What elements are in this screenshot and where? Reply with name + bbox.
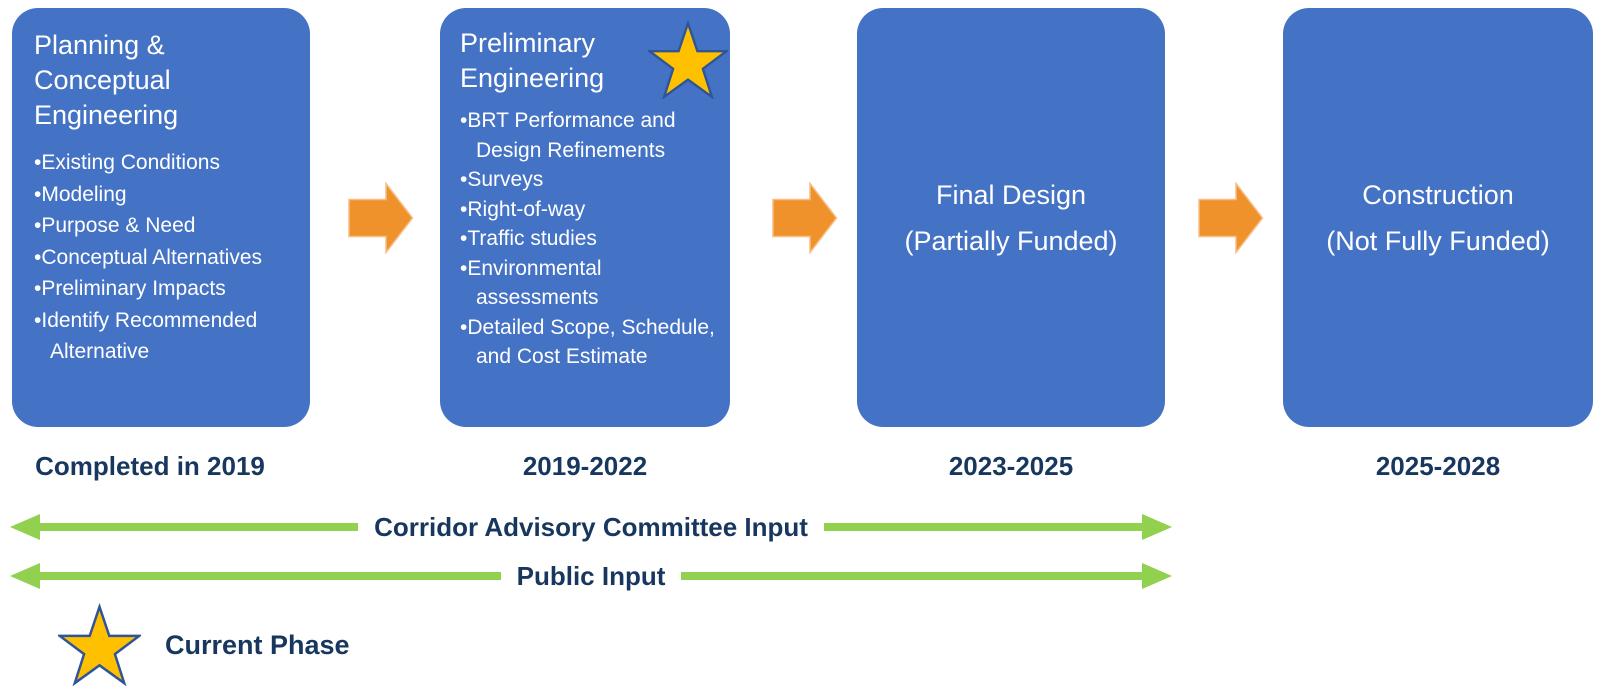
bullet-item: Preliminary Impacts xyxy=(34,273,296,305)
phase-bullet-list: Existing Conditions Modeling Purpose & N… xyxy=(34,147,296,368)
bullet-item: Environmental assessments xyxy=(460,254,720,313)
bullet-item: Right-of-way xyxy=(460,195,720,225)
double-arrow-right-icon xyxy=(823,514,1173,540)
bullet-item: Conceptual Alternatives xyxy=(34,242,296,274)
input-row-label: Corridor Advisory Committee Input xyxy=(374,511,808,542)
double-arrow-left-icon xyxy=(10,563,501,589)
star-icon xyxy=(58,602,141,687)
double-arrow-right-icon xyxy=(681,563,1173,589)
timeframe-label: 2025-2028 xyxy=(1375,451,1501,481)
bullet-item: Identify Recommended Alternative xyxy=(34,305,296,368)
timeframe-label: 2019-2022 xyxy=(522,451,648,481)
arrow-left-head-icon xyxy=(10,514,40,540)
bullet-item: Surveys xyxy=(460,165,720,195)
bullet-item: Modeling xyxy=(34,179,296,211)
phase-title: Final Design xyxy=(935,179,1087,210)
input-row-corridor-advisory: Corridor Advisory Committee Input xyxy=(10,511,1173,542)
input-row-public-input: Public Input xyxy=(10,560,1173,591)
input-row-label: Public Input xyxy=(516,560,666,591)
legend: Current Phase xyxy=(58,599,350,691)
bullet-item: Traffic studies xyxy=(460,224,720,254)
star-icon xyxy=(648,21,728,99)
arrow-right-icon xyxy=(772,182,838,254)
bullet-item: Purpose & Need xyxy=(34,210,296,242)
arrow-shaft xyxy=(40,523,359,531)
double-arrow-left-icon xyxy=(10,514,359,540)
timeframe-label: 2023-2025 xyxy=(948,451,1074,481)
phase-subtitle: (Not Fully Funded) xyxy=(1326,225,1550,256)
phase-box-planning: Planning & Conceptual Engineering Existi… xyxy=(12,8,310,427)
phase-title: Preliminary Engineering xyxy=(460,28,605,93)
phase-bullet-list: BRT Performance and Design Refinements S… xyxy=(460,106,720,372)
bullet-item: Existing Conditions xyxy=(34,147,296,179)
legend-label: Current Phase xyxy=(165,629,350,660)
arrow-shaft xyxy=(40,572,501,580)
phase-title: Construction xyxy=(1362,179,1514,210)
phase-subtitle: (Partially Funded) xyxy=(904,225,1118,256)
arrow-right-head-icon xyxy=(1142,563,1173,589)
bullet-item: Detailed Scope, Schedule, and Cost Estim… xyxy=(460,313,720,372)
arrow-right-icon xyxy=(1198,182,1264,254)
arrow-shaft xyxy=(823,523,1143,531)
timeframe-label: Completed in 2019 xyxy=(35,451,265,481)
bullet-item: BRT Performance and Design Refinements xyxy=(460,106,720,165)
phase-box-final-design: Final Design (Partially Funded) xyxy=(857,8,1165,427)
arrow-shaft xyxy=(681,572,1143,580)
phase-title: Planning & Conceptual Engineering xyxy=(34,30,179,130)
arrow-right-head-icon xyxy=(1142,514,1173,540)
phase-box-preliminary-engineering: Preliminary Engineering BRT Performance … xyxy=(440,8,730,427)
phase-box-construction: Construction (Not Fully Funded) xyxy=(1283,8,1593,427)
arrow-left-head-icon xyxy=(10,563,40,589)
arrow-right-icon xyxy=(348,182,414,254)
